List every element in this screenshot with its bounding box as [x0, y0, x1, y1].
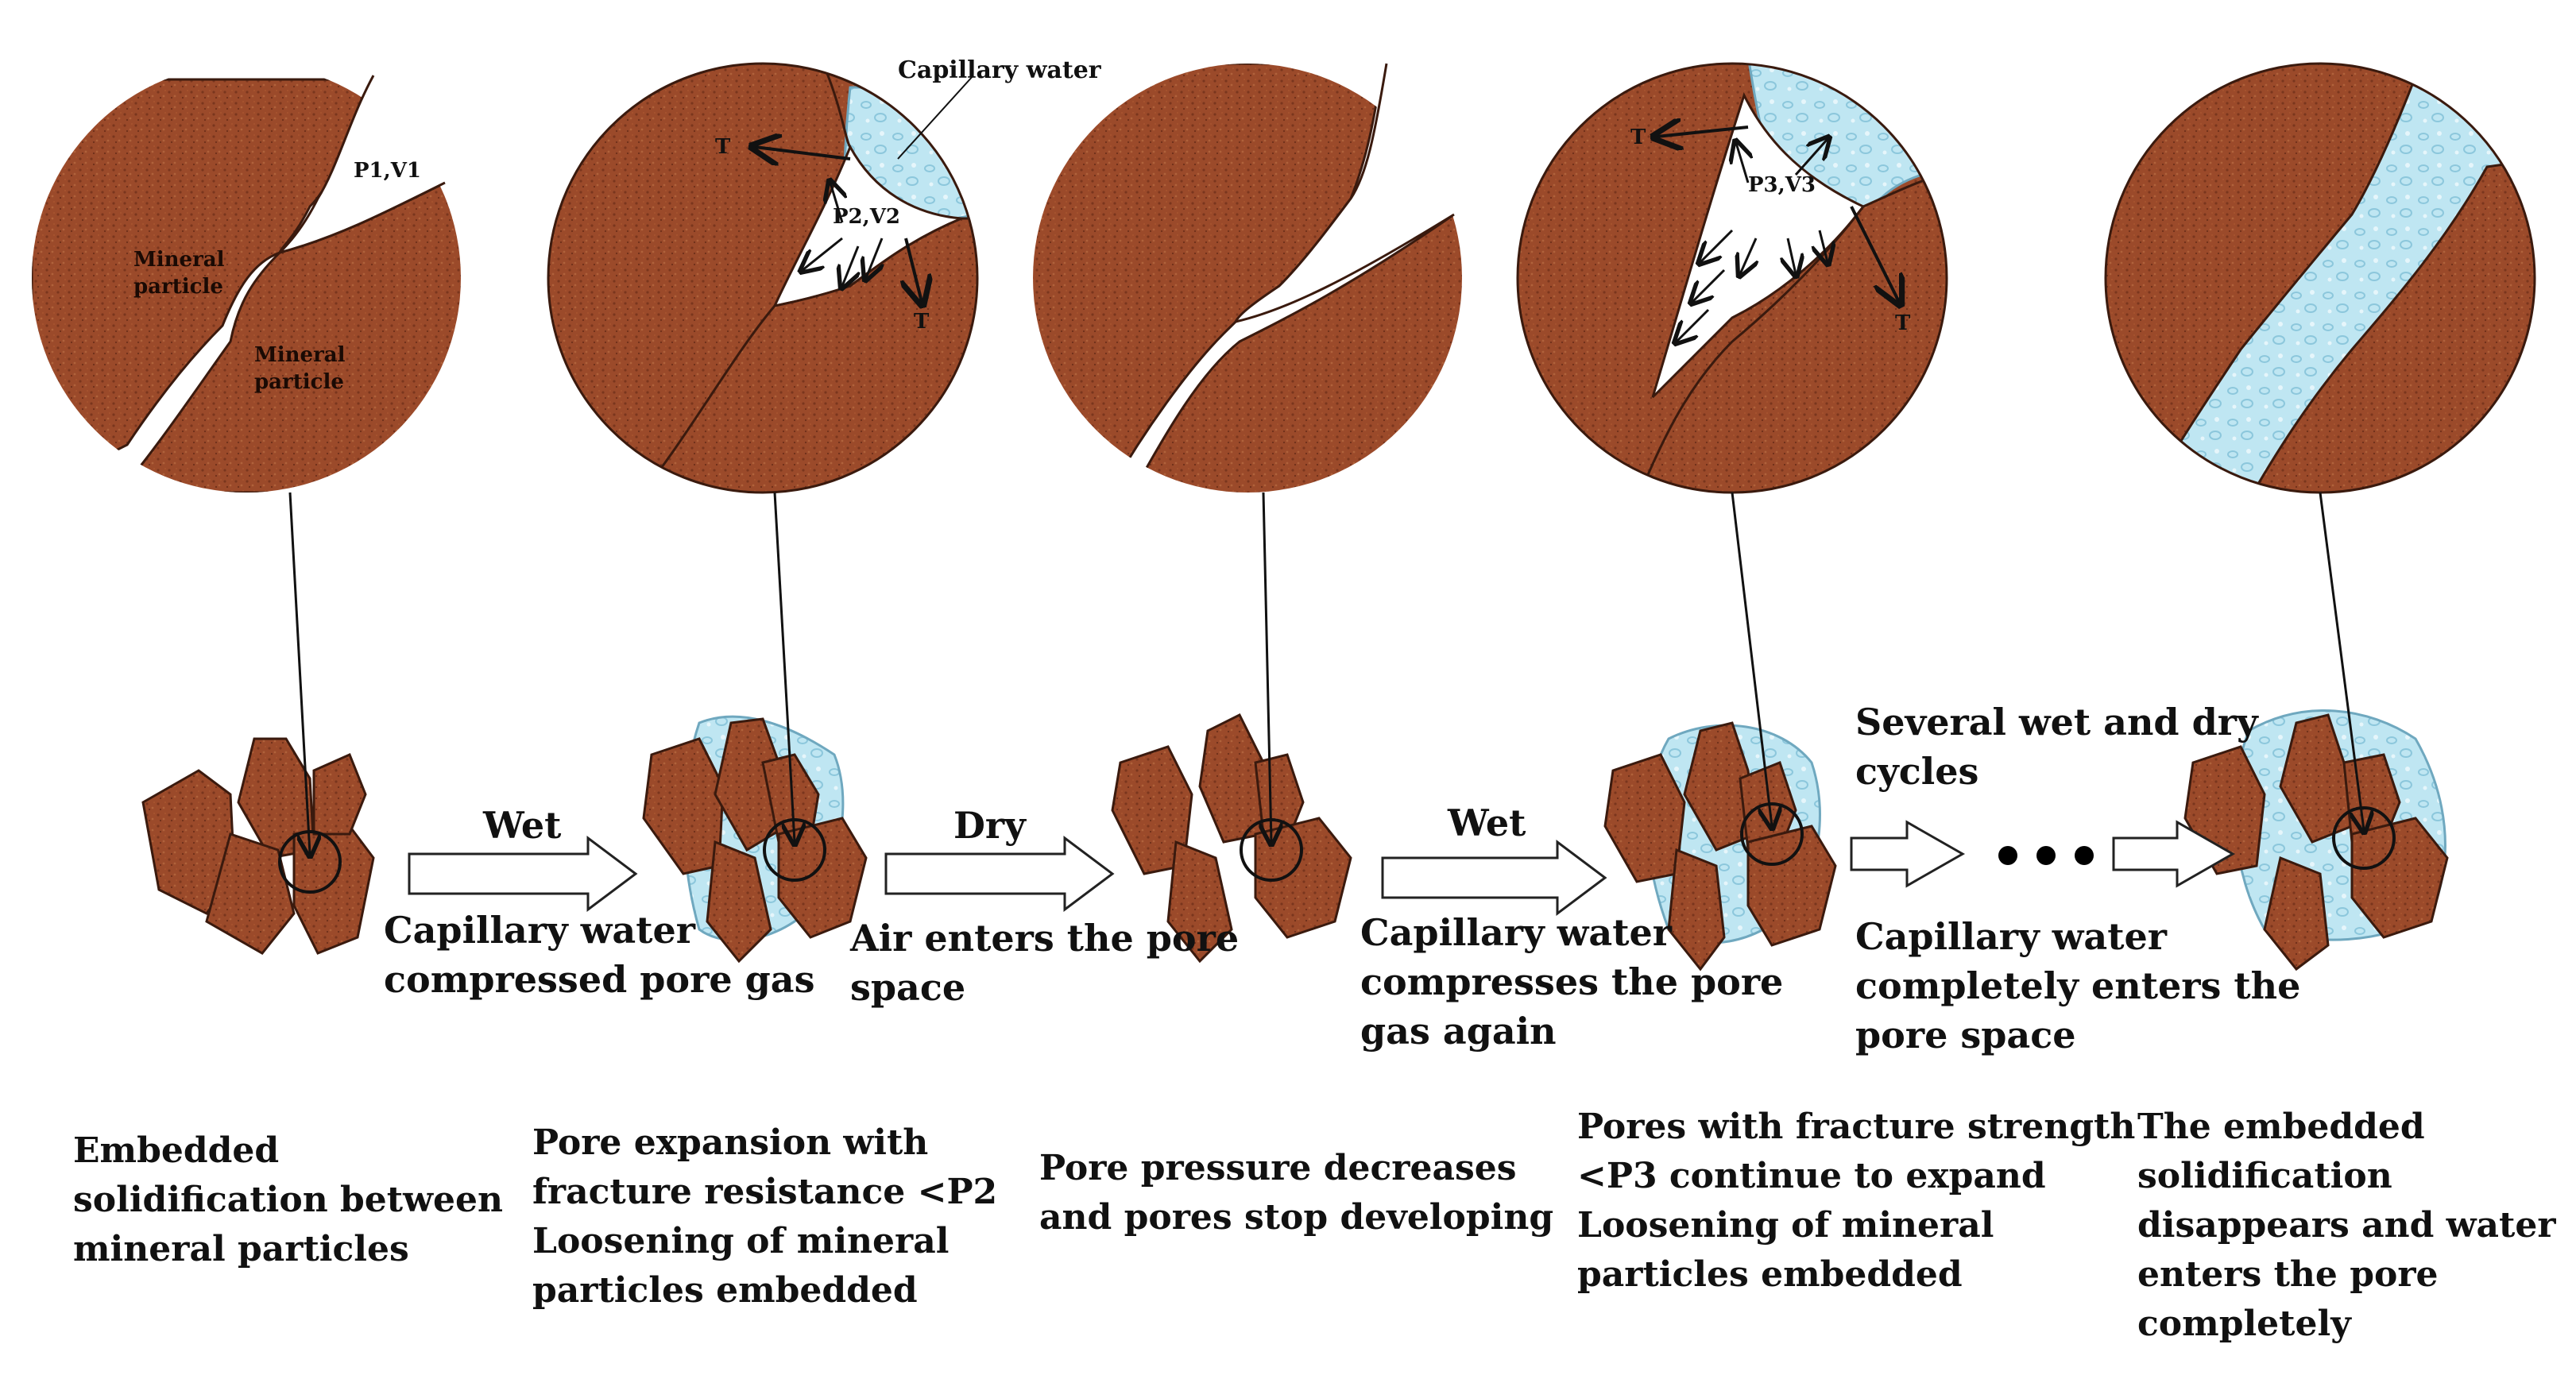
aggregate-1 — [141, 737, 375, 955]
description-1-line: mineral particles — [73, 1229, 409, 1269]
caption-2-line2: space — [850, 966, 966, 1009]
arrow-wet-1 — [408, 836, 638, 912]
magnified-view-2 — [547, 62, 979, 494]
zoom-circle-4 — [1740, 802, 1804, 866]
description-3: Pore pressure decreases and pores stop d… — [1039, 1144, 1553, 1242]
mineral-particle-label-a: Mineral particle — [133, 248, 225, 299]
description-4-line: particles embedded — [1577, 1254, 1963, 1295]
description-5: The embedded solidification disappears a… — [2137, 1103, 2556, 1349]
description-3-line: and pores stop developing — [1039, 1197, 1554, 1238]
caption-1-line1: Capillary water — [384, 909, 695, 952]
step-wet-2: Wet — [1448, 802, 1526, 844]
description-2-line: particles embedded — [532, 1270, 918, 1311]
description-1-line: Embedded — [73, 1130, 280, 1171]
tension-label-4b: T — [1895, 311, 1911, 335]
description-4-line: <P3 continue to expand — [1577, 1156, 2046, 1196]
process-arrows — [408, 820, 2236, 916]
caption-1-line2: compressed pore gas — [384, 958, 815, 1001]
description-2-line: Loosening of mineral — [532, 1221, 950, 1261]
capillary-water-label: Capillary water — [898, 56, 1101, 84]
magnified-view-5 — [2104, 62, 2536, 494]
arrow-wet-2 — [1381, 840, 1607, 916]
step-cycles-line2: cycles — [1855, 750, 1979, 793]
caption-4-line1: Capillary water — [1855, 915, 2167, 958]
step-cycles-line1: Several wet and dry — [1855, 701, 2258, 744]
caption-2-line1: Air enters the pore — [850, 917, 1240, 960]
step-dry: Dry — [953, 804, 1026, 847]
zoom-circle-5 — [2332, 806, 2396, 870]
description-2-line: fracture resistance <P2 — [532, 1172, 998, 1212]
zoom-circle-2 — [763, 818, 826, 882]
caption-3-line2: compresses the pore — [1360, 960, 1784, 1003]
description-2-line: Pore expansion with — [532, 1122, 929, 1163]
description-3-line: Pore pressure decreases — [1039, 1148, 1517, 1188]
tension-arrows-2 — [755, 147, 922, 302]
p3v3-label: P3,V3 — [1748, 173, 1816, 197]
aggregate-5 — [2183, 709, 2449, 971]
description-5-line: solidification — [2137, 1156, 2392, 1196]
magnified-view-3 — [1033, 63, 1462, 492]
cycle-dots — [1998, 846, 2094, 865]
caption-4-line3: pore space — [1855, 1014, 2076, 1056]
step-wet-1: Wet — [483, 804, 562, 847]
aggregate-4 — [1603, 721, 1837, 971]
zoom-circle-1 — [278, 830, 342, 894]
arrow-cycle-b — [2112, 820, 2236, 888]
description-5-line: disappears and water — [2137, 1205, 2556, 1246]
capillary-water-pointer — [897, 75, 974, 160]
tension-label-4a: T — [1630, 126, 1646, 149]
description-4-line: Pores with fracture strength — [1577, 1107, 2136, 1147]
description-1-line: solidification between — [73, 1180, 503, 1220]
description-5-line: The embedded — [2137, 1107, 2425, 1147]
aggregate-2 — [642, 715, 868, 964]
arrow-cycle-a — [1850, 820, 1966, 888]
caption-4-line2: completely enters the — [1855, 964, 2301, 1007]
description-1: Embedded solidification between mineral … — [73, 1126, 503, 1274]
p1v1-label: P1,V1 — [354, 159, 421, 183]
description-4: Pores with fracture strength <P3 continu… — [1577, 1103, 2135, 1300]
caption-3-line3: gas again — [1360, 1010, 1557, 1053]
arrow-dry — [884, 836, 1115, 912]
description-5-line: enters the pore — [2137, 1254, 2439, 1295]
tension-arrows-4 — [1657, 127, 1899, 342]
description-4-line: Loosening of mineral — [1577, 1205, 1994, 1246]
caption-3-line1: Capillary water — [1360, 911, 1672, 954]
magnified-view-1 — [32, 75, 461, 492]
mineral-particle-label-b: Mineral particle — [254, 343, 346, 394]
tension-label-2b: T — [914, 310, 930, 334]
tension-label-2a: T — [715, 135, 731, 159]
aggregate-3 — [1111, 713, 1352, 964]
description-5-line: completely — [2137, 1304, 2351, 1344]
p2v2-label: P2,V2 — [833, 205, 900, 229]
zoom-connectors — [288, 492, 2364, 854]
description-2: Pore expansion with fracture resistance … — [532, 1118, 997, 1315]
